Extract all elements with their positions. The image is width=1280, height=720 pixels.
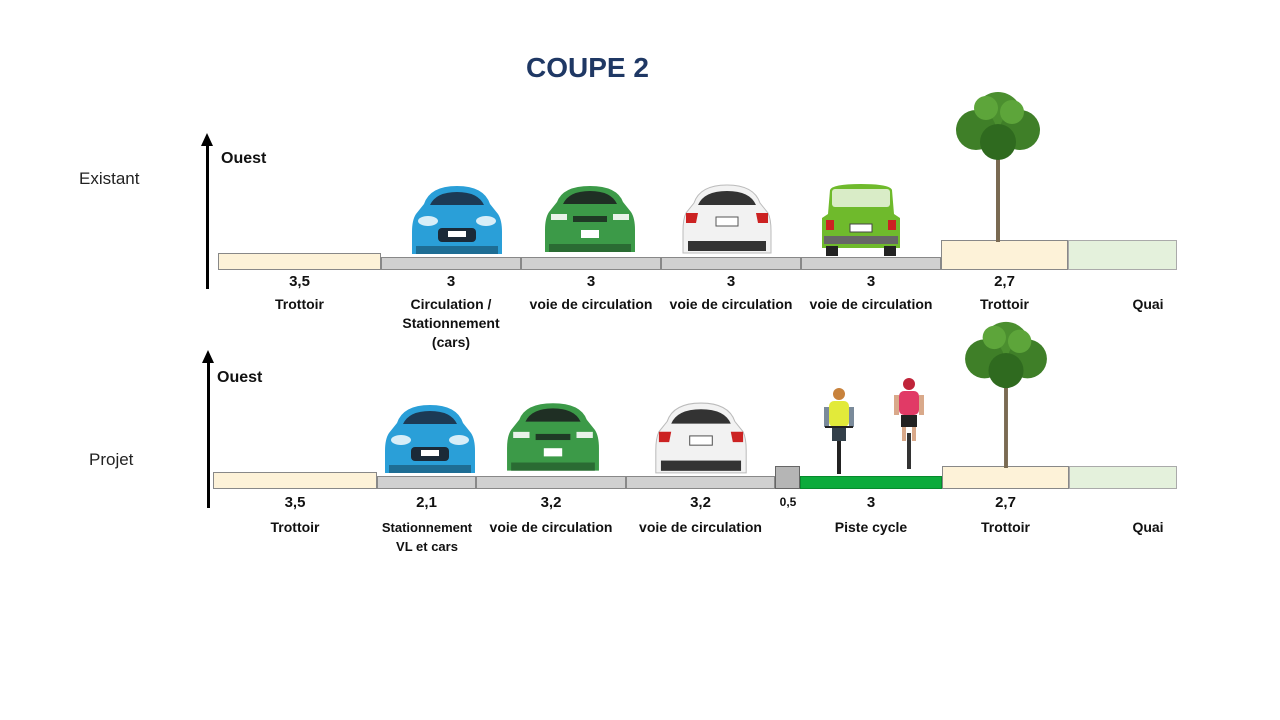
segment-label: Trottoir — [275, 296, 324, 312]
segment-width: 3,5 — [289, 273, 310, 290]
segment-width: 2,7 — [995, 494, 1016, 511]
segment-trottoir-est — [942, 466, 1069, 489]
segment-width: 2,1 — [416, 494, 437, 511]
car-front-green-icon — [507, 403, 599, 471]
segment-stationnement — [377, 476, 476, 489]
axis-label-ouest: Ouest — [221, 150, 267, 167]
row-label-existant: Existant — [79, 169, 140, 188]
car-front-blue-icon — [385, 405, 475, 473]
segment-width: 2,7 — [994, 273, 1015, 290]
axis-line — [206, 145, 209, 289]
segment-piste-cycle — [800, 476, 942, 489]
segment-width: 3 — [726, 273, 736, 290]
car-rear-white-icon — [682, 184, 772, 254]
segment-quai — [1069, 466, 1177, 489]
segment-width: 3,2 — [540, 494, 562, 511]
segment-width: 3 — [446, 273, 456, 290]
segment-label: voie de circulation — [489, 519, 613, 535]
car-front-blue-icon — [412, 186, 502, 254]
cyclist-icon — [824, 388, 854, 474]
segment-label: Trottoir — [980, 296, 1029, 312]
axis-label-ouest: Ouest — [217, 369, 263, 386]
segment-trottoir — [213, 472, 377, 489]
segment-voie-1 — [521, 257, 661, 270]
segment-width: 3 — [866, 273, 876, 290]
segment-circulation-stationnement — [381, 257, 521, 270]
segment-voie-2 — [661, 257, 801, 270]
diagram-title: COUPE 2 — [526, 52, 649, 83]
segment-label: Stationnement VL et cars — [381, 520, 473, 554]
segment-width: 3 — [586, 273, 596, 290]
segment-label: voie de circulation — [529, 296, 653, 312]
segment-label: Quai — [1132, 296, 1164, 312]
axis-line — [207, 362, 210, 508]
segment-quai — [1068, 240, 1177, 270]
segment-label: voie de circulation — [669, 296, 793, 312]
tree-icon — [956, 92, 1040, 242]
axis-arrow-icon — [201, 133, 213, 146]
segment-width: 0,5 — [779, 495, 797, 509]
segment-width: 3 — [866, 494, 876, 511]
segment-label: Quai — [1132, 519, 1164, 535]
tree-icon — [965, 321, 1047, 468]
car-front-green-icon — [545, 186, 635, 252]
car-rear-white-icon — [655, 402, 747, 474]
segment-voie-1 — [476, 476, 626, 489]
segment-voie-3 — [801, 257, 941, 270]
row-label-projet: Projet — [89, 450, 134, 469]
segment-width: 3,5 — [284, 494, 306, 511]
segment-label: Piste cycle — [834, 519, 908, 535]
segment-label: Trottoir — [270, 519, 320, 535]
segment-label: Circulation / Stationnement (cars) — [402, 296, 500, 350]
segment-label: voie de circulation — [639, 519, 762, 535]
segment-label: voie de circulation — [809, 296, 933, 312]
segment-voie-2 — [626, 476, 775, 489]
axis-arrow-icon — [202, 350, 214, 363]
segment-trottoir — [218, 253, 381, 270]
car-rear-lime-icon — [822, 184, 900, 256]
segment-trottoir-est — [941, 240, 1068, 270]
cyclist-icon — [894, 378, 924, 469]
segment-label: Trottoir — [981, 519, 1030, 535]
segment-separateur — [775, 466, 800, 489]
segment-width: 3,2 — [690, 494, 711, 511]
